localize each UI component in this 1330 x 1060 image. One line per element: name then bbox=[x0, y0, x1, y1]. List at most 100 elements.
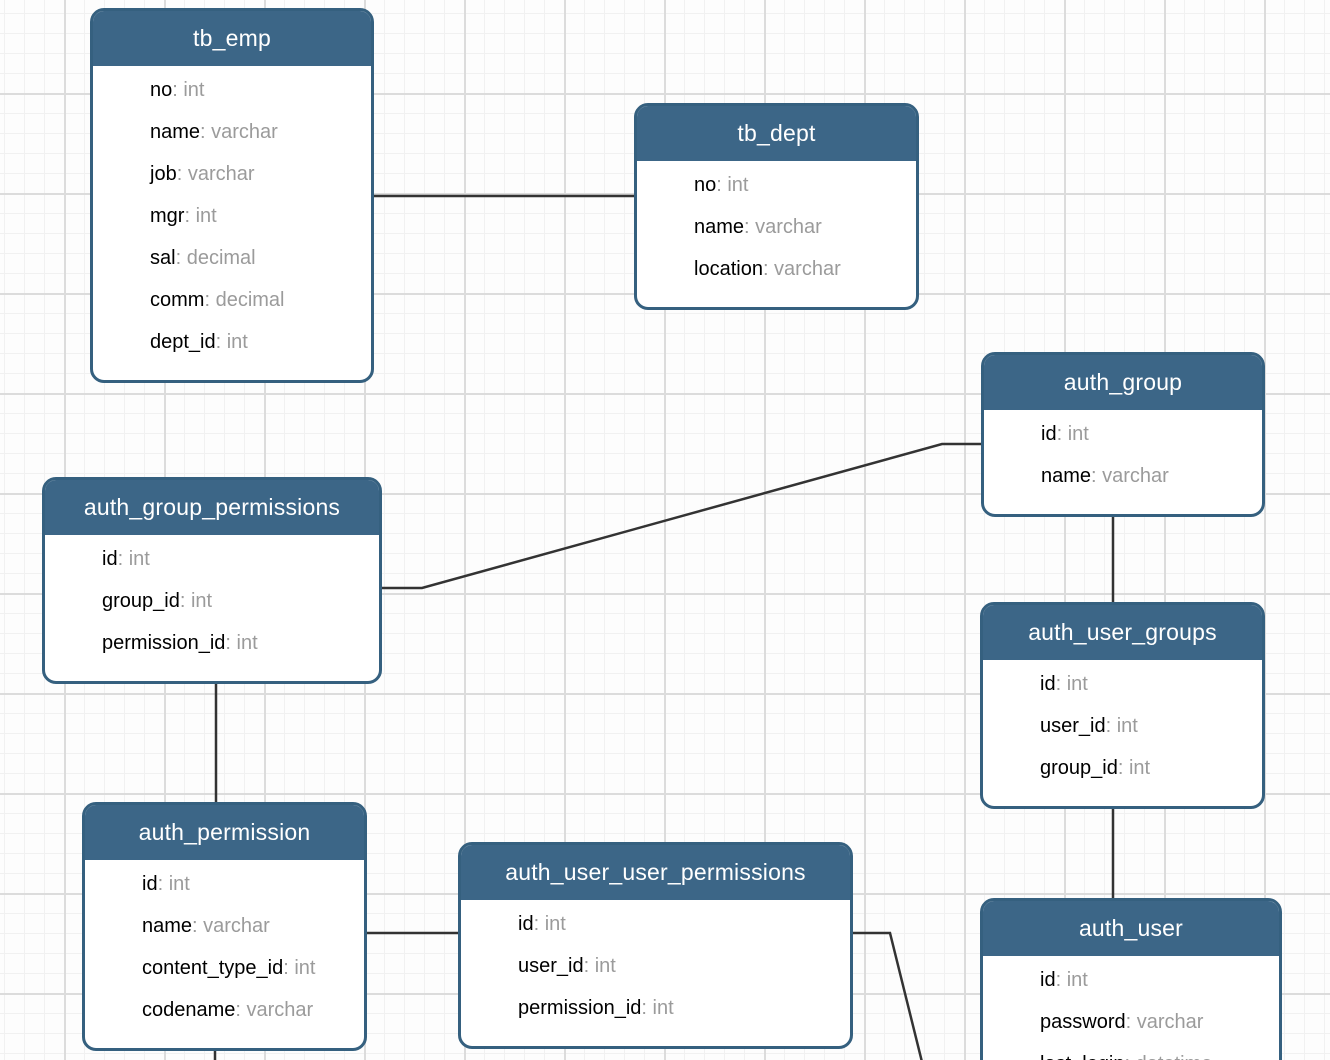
field-name: name bbox=[694, 216, 745, 238]
field-name: permission_id bbox=[518, 997, 642, 1019]
field-name: group_id bbox=[1040, 757, 1118, 779]
field-name: job bbox=[150, 163, 177, 185]
field-name: id bbox=[102, 548, 118, 570]
field-name: codename bbox=[142, 999, 236, 1021]
field-name: comm bbox=[150, 289, 205, 311]
field-type: : int bbox=[157, 873, 190, 895]
table-header-auth-user-groups[interactable]: auth_user_groups bbox=[983, 605, 1262, 660]
field-type: : varchar bbox=[762, 258, 841, 280]
field-name: id bbox=[1040, 969, 1056, 991]
field-row-id: id: int bbox=[1040, 663, 1252, 705]
table-title: tb_dept bbox=[737, 120, 816, 146]
field-type: : int bbox=[533, 913, 566, 935]
field-name: group_id bbox=[102, 590, 180, 612]
field-name: id bbox=[518, 913, 534, 935]
field-row-last-login: last_login: datetime bbox=[1040, 1043, 1269, 1060]
field-name: content_type_id bbox=[142, 957, 284, 979]
field-name: sal bbox=[150, 247, 176, 269]
field-name: name bbox=[150, 121, 201, 143]
field-row-no: no: int bbox=[694, 164, 906, 206]
field-type: : varchar bbox=[235, 999, 314, 1021]
field-row-location: location: varchar bbox=[694, 248, 906, 290]
table-header-tb-dept[interactable]: tb_dept bbox=[637, 106, 916, 161]
field-row-comm: comm: decimal bbox=[150, 279, 361, 321]
field-type: : int bbox=[1105, 715, 1138, 737]
field-type: : int bbox=[716, 174, 749, 196]
table-title: auth_user_user_permissions bbox=[505, 859, 806, 885]
field-row-codename: codename: varchar bbox=[142, 989, 354, 1031]
field-type: : int bbox=[215, 331, 248, 353]
field-row-name: name: varchar bbox=[694, 206, 906, 248]
field-type: : varchar bbox=[192, 915, 270, 937]
field-row-id: id: int bbox=[142, 863, 354, 905]
field-row-no: no: int bbox=[150, 69, 361, 111]
field-row-id: id: int bbox=[1041, 413, 1252, 455]
relationship-line-auth-user-user-permissions-to-offscreen-bottom-right bbox=[851, 931, 923, 1060]
field-row-sal: sal: decimal bbox=[150, 237, 361, 279]
relationship-line-auth-group-permissions-to-auth-group bbox=[378, 442, 983, 590]
table-header-auth-group-permissions[interactable]: auth_group_permissions bbox=[45, 480, 379, 535]
field-type: : decimal bbox=[204, 289, 285, 311]
field-type: : int bbox=[117, 548, 150, 570]
table-header-auth-user[interactable]: auth_user bbox=[983, 901, 1279, 956]
field-name: password bbox=[1040, 1011, 1126, 1033]
field-row-password: password: varchar bbox=[1040, 1001, 1269, 1043]
field-name: no bbox=[150, 79, 173, 101]
field-row-id: id: int bbox=[102, 538, 369, 580]
field-type: : decimal bbox=[175, 247, 256, 269]
field-type: : int bbox=[283, 957, 316, 979]
field-row-dept-id: dept_id: int bbox=[150, 321, 361, 363]
field-row-name: name: varchar bbox=[150, 111, 361, 153]
field-row-id: id: int bbox=[1040, 959, 1269, 1001]
field-row-content-type-id: content_type_id: int bbox=[142, 947, 354, 989]
field-type: : int bbox=[184, 205, 217, 227]
field-type: : int bbox=[641, 997, 674, 1019]
field-type: : int bbox=[583, 955, 616, 977]
field-type: : varchar bbox=[176, 163, 255, 185]
field-name: name bbox=[1041, 465, 1092, 487]
field-type: : int bbox=[1056, 423, 1089, 445]
field-row-name: name: varchar bbox=[1041, 455, 1252, 497]
field-type: : int bbox=[1055, 969, 1088, 991]
field-type: : int bbox=[1117, 757, 1151, 779]
field-name: id bbox=[1041, 423, 1057, 445]
table-title: auth_group bbox=[1063, 369, 1183, 395]
field-type: : int bbox=[172, 79, 205, 101]
field-row-mgr: mgr: int bbox=[150, 195, 361, 237]
table-header-tb-emp[interactable]: tb_emp bbox=[93, 11, 371, 66]
field-type: : varchar bbox=[1091, 465, 1169, 487]
field-row-name: name: varchar bbox=[142, 905, 354, 947]
field-row-group-id: group_id: int bbox=[102, 580, 369, 622]
table-header-auth-permission[interactable]: auth_permission bbox=[85, 805, 364, 860]
field-row-user-id: user_id: int bbox=[518, 945, 840, 987]
field-row-id: id: int bbox=[518, 903, 840, 945]
field-type: : datetime bbox=[1125, 1053, 1213, 1060]
field-name: id bbox=[142, 873, 158, 895]
field-name: permission_id bbox=[102, 632, 226, 654]
table-title: auth_permission bbox=[138, 819, 311, 845]
field-type: : varchar bbox=[744, 216, 822, 238]
field-name: name bbox=[142, 915, 193, 937]
field-row-user-id: user_id: int bbox=[1040, 705, 1252, 747]
table-header-auth-user-user-permissions[interactable]: auth_user_user_permissions bbox=[461, 845, 850, 900]
table-header-auth-group[interactable]: auth_group bbox=[984, 355, 1262, 410]
table-title: tb_emp bbox=[193, 25, 271, 51]
